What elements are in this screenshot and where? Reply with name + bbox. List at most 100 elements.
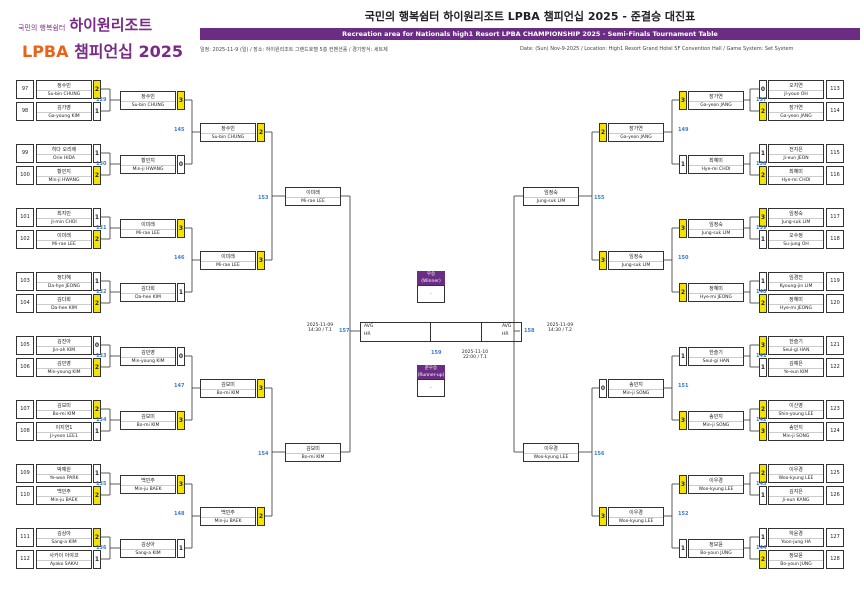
player-name-en: Da-hee KIM <box>121 293 175 302</box>
player-index: 123 <box>826 400 844 419</box>
player-name-en: Mi-rae LEE <box>286 197 340 206</box>
player-name-kr: 정혜미 <box>789 297 803 303</box>
banner: Recreation area for Nationals high1 Reso… <box>200 28 860 40</box>
player-score: 0 <box>599 379 607 398</box>
game-159: 159 <box>431 350 442 356</box>
player-score: 1 <box>759 144 767 163</box>
player-name-kr: 한슬기 <box>709 350 723 356</box>
player-name-kr: 이지연1 <box>55 425 73 431</box>
game-number: 145 <box>174 127 185 133</box>
player-name-kr: 최혜미 <box>789 169 803 175</box>
player-score: 1 <box>759 486 767 505</box>
player-name-kr: 김다희 <box>57 297 71 303</box>
player-name-kr: 이우경 <box>709 478 723 484</box>
player-score: 0 <box>93 336 101 355</box>
player-name-en: Hye-mi JEONG <box>689 293 743 302</box>
player-name-en: Bo-mi KIM <box>286 453 340 462</box>
player-index: 109 <box>16 464 34 483</box>
player-score: 2 <box>93 400 101 419</box>
game-number: 140 <box>756 289 767 295</box>
runner-up-box: 준우승(Runner-up) - <box>417 365 445 397</box>
game-number: 153 <box>258 195 269 201</box>
player-name-kr: 이우경 <box>544 446 558 452</box>
player-name-en: Min-ji HWANG <box>37 176 91 185</box>
game-number: 147 <box>174 383 185 389</box>
player-score: 2 <box>257 507 265 526</box>
player-score: 2 <box>759 464 767 483</box>
player-score: 2 <box>93 230 101 249</box>
player-score: 2 <box>93 486 101 505</box>
player-name-en: Su-jung OH <box>769 240 823 249</box>
player-index: 118 <box>826 230 844 249</box>
player-index: 105 <box>16 336 34 355</box>
game-number: 156 <box>594 451 605 457</box>
player-name-kr: 김지은 <box>789 489 803 495</box>
player-index: 100 <box>16 166 34 185</box>
player-index: 114 <box>826 102 844 121</box>
player-name-en: Woo-kyung LEE <box>609 517 663 526</box>
info-english: Date: (Sun) Nov-9-2025 / Location: High1… <box>520 46 794 52</box>
game-number: 150 <box>678 255 689 261</box>
game-number: 139 <box>756 225 767 231</box>
player-name-kr: 히다 오리에 <box>51 147 77 153</box>
player-index: 113 <box>826 80 844 99</box>
player-name-kr: 한슬기 <box>789 339 803 345</box>
player-score: 1 <box>93 422 101 441</box>
player-name-en: Seul-gi HAN <box>769 346 823 355</box>
player-score: 3 <box>679 475 687 494</box>
player-score: 0 <box>177 155 185 174</box>
final-hr-label-right: HR <box>502 332 509 337</box>
player-name-en: Woo-kyung LEE <box>524 453 578 462</box>
player-name-kr: 이미래 <box>57 233 71 239</box>
player-name-en: Su-bin CHUNG <box>201 133 255 142</box>
player-name-en: Ji-youn OH <box>769 90 823 99</box>
player-score: 2 <box>679 283 687 302</box>
game-number: 133 <box>96 353 107 359</box>
player-index: 126 <box>826 486 844 505</box>
player-name-kr: 이미래 <box>221 254 235 260</box>
player-name-kr: 전지은 <box>789 147 803 153</box>
player-name-en: Min-young KIM <box>37 368 91 377</box>
player-name-en: Jung-suk LIM <box>609 261 663 270</box>
player-index: 120 <box>826 294 844 313</box>
player-score: 2 <box>759 166 767 185</box>
player-score: 1 <box>759 230 767 249</box>
player-index: 117 <box>826 208 844 227</box>
game-157: 157 <box>339 328 350 334</box>
player-name-en: Jung-suk LIM <box>689 229 743 238</box>
player-name-en: Seul-gi HAN <box>689 357 743 366</box>
player-name-en: Hye-mi CHOI <box>689 165 743 174</box>
player-name-kr: 김보미 <box>57 403 71 409</box>
player-name-kr: 임정숙 <box>544 190 558 196</box>
player-score: 1 <box>679 347 687 366</box>
player-index: 128 <box>826 550 844 569</box>
game-number: 136 <box>96 545 107 551</box>
player-name-en: Bo-youn JUNG <box>689 549 743 558</box>
player-name-kr: 박예원 <box>57 467 71 473</box>
player-index: 122 <box>826 358 844 377</box>
player-score: 0 <box>177 347 185 366</box>
player-name-en: Min-ju BAEK <box>121 485 175 494</box>
player-name-kr: 송민지 <box>629 382 643 388</box>
player-index: 127 <box>826 528 844 547</box>
